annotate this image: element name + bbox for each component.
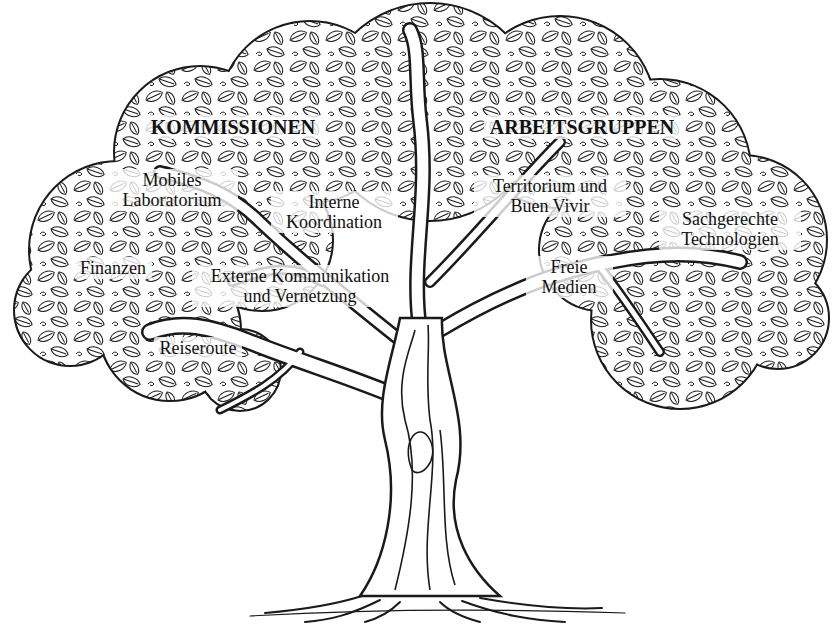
workgroup-label: Territorium und Buen Vivir	[474, 175, 626, 217]
commission-label: Externe Kommunikation und Vernetzung	[192, 265, 409, 307]
commission-label: Reiseroute	[154, 337, 243, 359]
label-text: Reiseroute	[160, 338, 237, 358]
heading-text: ARBEITSGRUPPEN	[490, 116, 674, 138]
label-text: Finanzen	[80, 258, 146, 278]
label-text: Interne Koordination	[277, 192, 392, 232]
label-text: Externe Kommunikation und Vernetzung	[198, 266, 403, 306]
group-heading: ARBEITSGRUPPEN	[484, 115, 680, 139]
commission-label: Interne Koordination	[271, 191, 398, 233]
label-text: Territorium und Buen Vivir	[480, 176, 620, 216]
workgroup-label: Freie Medien	[526, 256, 613, 298]
commission-label: Finanzen	[74, 257, 152, 279]
heading-text: KOMMISSIONEN	[151, 116, 315, 138]
label-text: Sachgerechte Technologien	[665, 209, 795, 249]
label-text: Freie Medien	[532, 257, 607, 297]
label-text: Mobiles Laboratorium	[112, 170, 232, 210]
workgroup-label: Sachgerechte Technologien	[659, 208, 801, 250]
group-heading: KOMMISSIONEN	[145, 115, 321, 139]
commission-label: Mobiles Laboratorium	[106, 169, 238, 211]
